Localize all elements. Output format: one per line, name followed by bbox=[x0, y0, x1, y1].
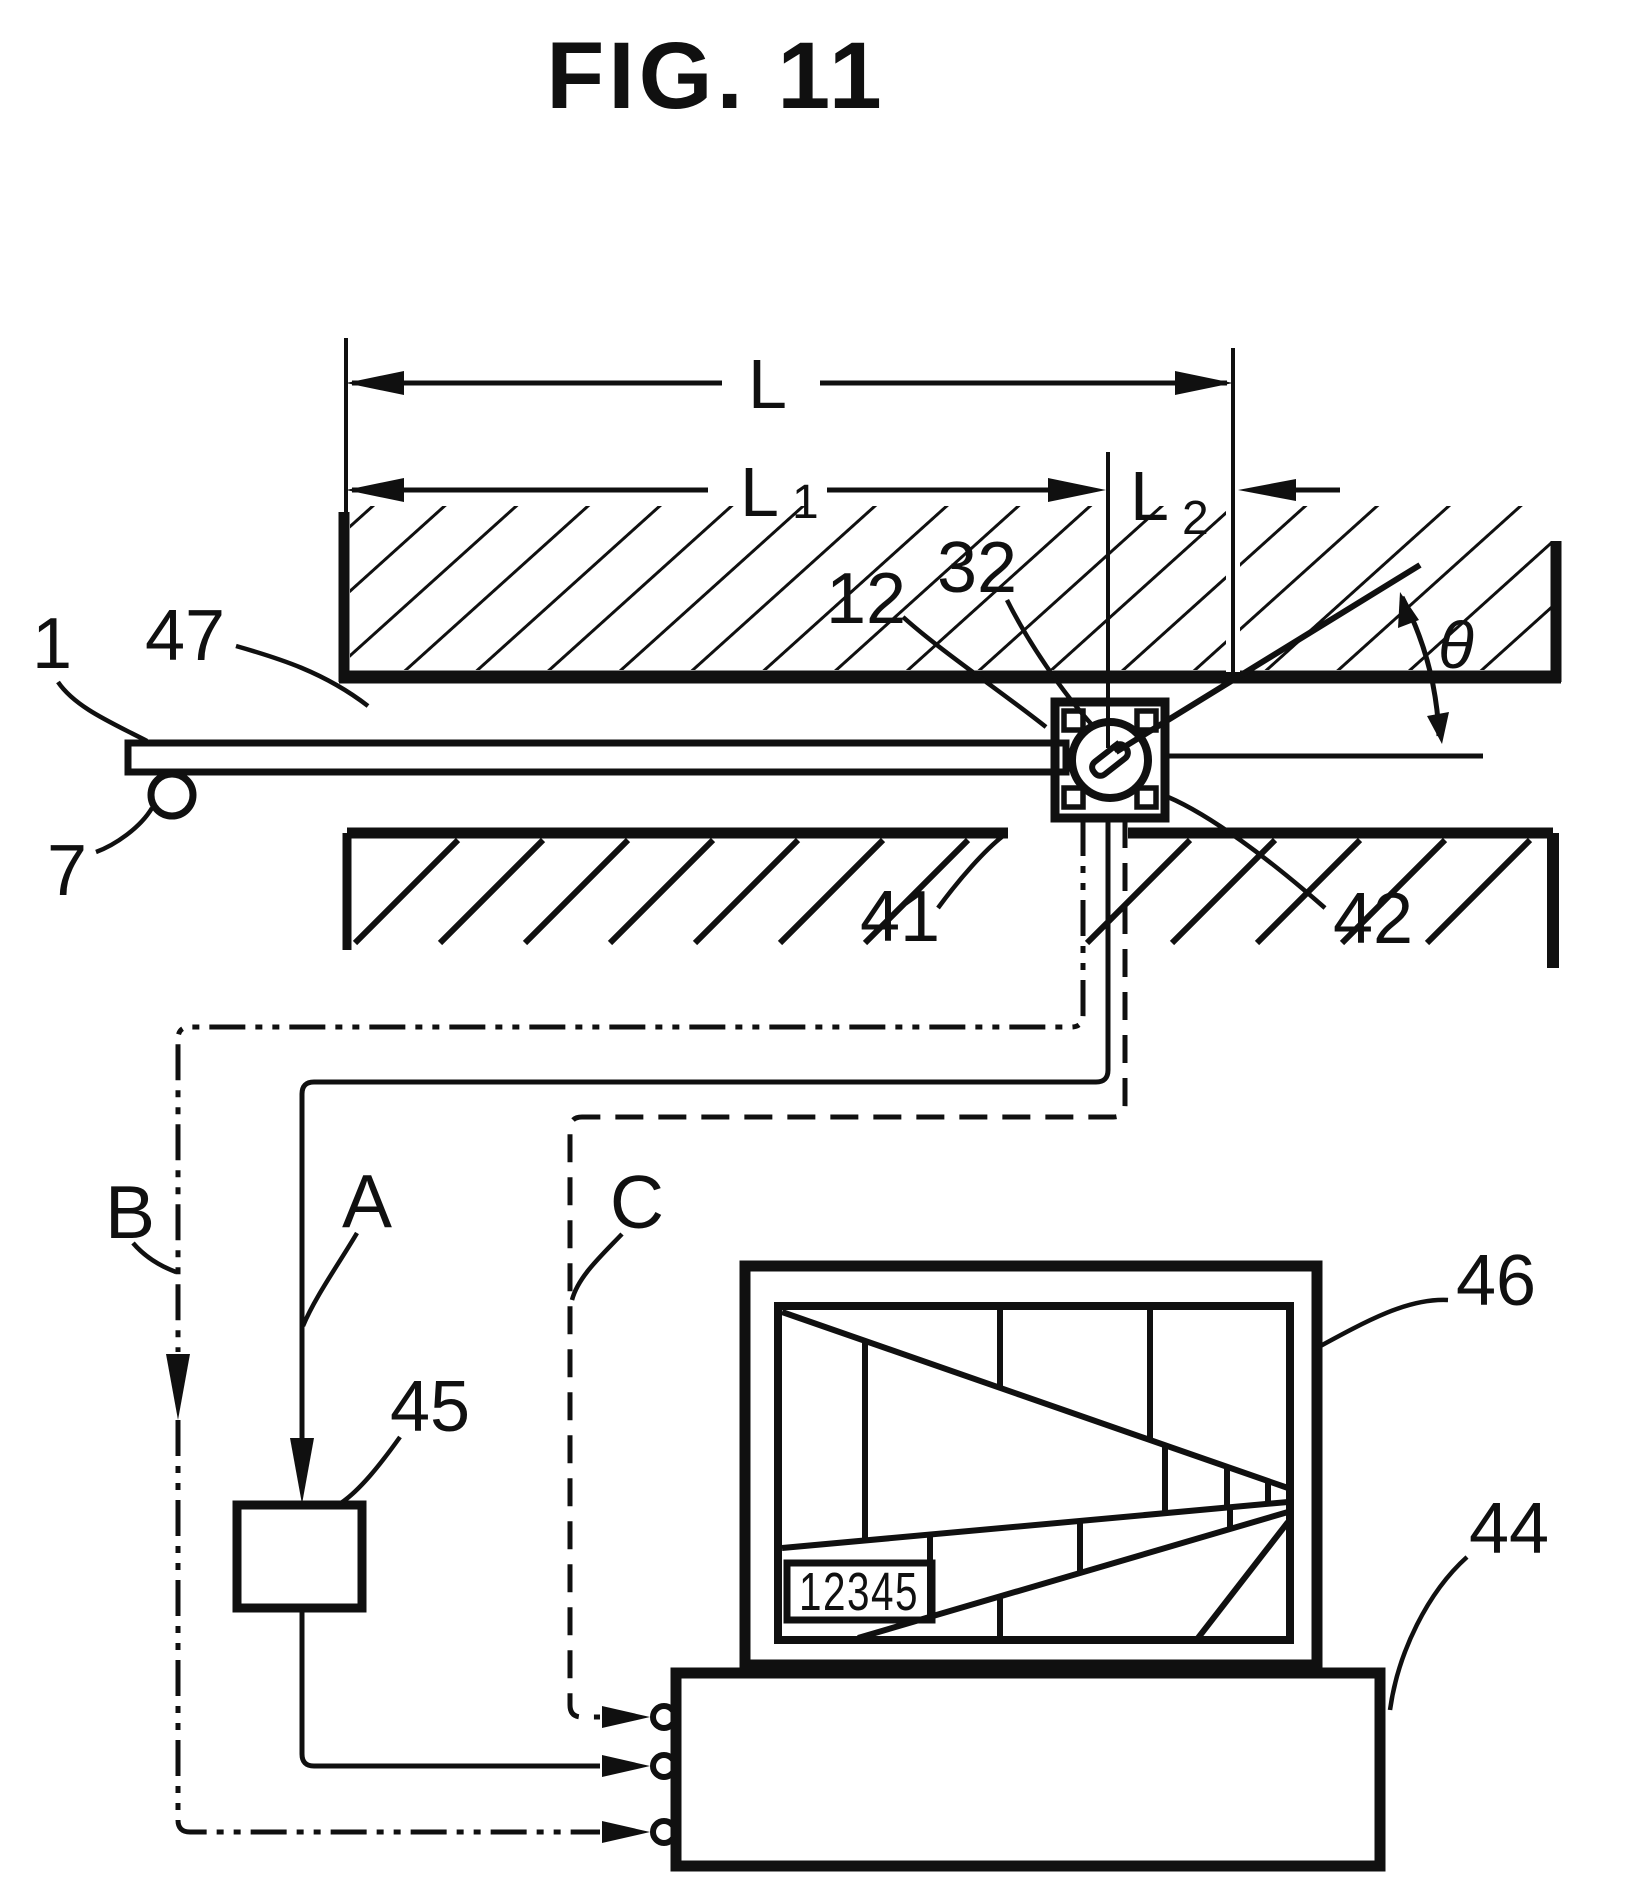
upper-die-block bbox=[338, 506, 1562, 684]
leader-a bbox=[300, 1231, 359, 1327]
signal-line-a-upper bbox=[299, 820, 1111, 1440]
signal-line-a-lower bbox=[299, 1608, 600, 1769]
dimension-lines: L L 1 L 2 bbox=[344, 338, 1340, 672]
monitor: 12345 bbox=[739, 1260, 1323, 1671]
leader-7 bbox=[95, 806, 154, 855]
dim-label-l2-base: L bbox=[1130, 457, 1169, 535]
label-converter: 45 bbox=[390, 1367, 470, 1447]
upper-block-hatch bbox=[350, 506, 1551, 670]
port-a bbox=[650, 1752, 678, 1780]
roller-wheel bbox=[147, 770, 197, 820]
theta-angle: θ bbox=[1114, 562, 1483, 759]
label-sensor-body: 12 bbox=[826, 559, 906, 639]
arrowhead-l1-right bbox=[1048, 478, 1106, 502]
reading-value: 12345 bbox=[799, 1562, 919, 1622]
probe-rod bbox=[124, 739, 1070, 776]
leader-47 bbox=[235, 643, 370, 708]
dim-label-l: L bbox=[748, 345, 787, 423]
bolt-hole bbox=[1061, 708, 1086, 733]
lower-die-block bbox=[342, 827, 1559, 968]
lower-block-hatch bbox=[352, 837, 1533, 946]
arrowhead-l2-right bbox=[1238, 479, 1296, 501]
signal-b-arrow bbox=[166, 1354, 190, 1420]
label-rod: 1 bbox=[32, 604, 72, 684]
leader-41 bbox=[936, 834, 1005, 910]
leader-45 bbox=[339, 1435, 402, 1505]
port-c bbox=[650, 1703, 678, 1731]
arrowhead-l1-left bbox=[346, 478, 404, 502]
dimension-l2: L 2 bbox=[1130, 457, 1340, 545]
figure-title: FIG. 11 bbox=[546, 23, 886, 129]
label-base-unit: 44 bbox=[1469, 1489, 1549, 1569]
leader-42 bbox=[1167, 794, 1327, 910]
dimension-l1: L 1 bbox=[346, 453, 1106, 531]
label-monitor: 46 bbox=[1456, 1241, 1536, 1321]
dim-label-l1-base: L bbox=[740, 453, 779, 531]
signal-a-port-arrow bbox=[602, 1755, 650, 1777]
leader-b bbox=[131, 1241, 177, 1275]
leader-c bbox=[569, 1232, 624, 1301]
leader-12 bbox=[901, 615, 1048, 729]
bolt-hole bbox=[1061, 785, 1086, 810]
label-mount: 42 bbox=[1333, 879, 1413, 959]
converter-box bbox=[232, 1500, 367, 1613]
label-upper-block: 47 bbox=[145, 596, 225, 676]
signal-line-b-upper bbox=[175, 820, 1086, 1352]
monitor-frame bbox=[739, 1260, 1323, 1671]
label-flange: 41 bbox=[860, 877, 940, 957]
probe-rod-assembly bbox=[124, 739, 1070, 820]
label-sensor-element: 32 bbox=[937, 528, 1017, 608]
monitor-screen bbox=[774, 1302, 1294, 1644]
theta-inclined-line bbox=[1114, 562, 1422, 755]
connector-ports bbox=[650, 1703, 678, 1846]
leader-44 bbox=[1387, 1555, 1469, 1711]
label-signal-a: A bbox=[342, 1159, 392, 1243]
dim-label-l2-sub: 2 bbox=[1182, 492, 1209, 545]
bolt-hole bbox=[1134, 785, 1159, 810]
signal-b-port-arrow bbox=[602, 1821, 650, 1843]
dim-label-l1-sub: 1 bbox=[792, 476, 819, 529]
leader-lines bbox=[56, 598, 1469, 1711]
theta-arc-arrow-bottom bbox=[1427, 712, 1449, 744]
arrowhead-l-right bbox=[1175, 371, 1233, 395]
theta-label: θ bbox=[1438, 608, 1474, 682]
signal-line-b-lower bbox=[175, 1420, 600, 1835]
label-signal-c: C bbox=[610, 1160, 664, 1244]
signal-line-c bbox=[567, 820, 1128, 1720]
leader-32 bbox=[1004, 598, 1095, 728]
reference-labels: 1 47 7 12 32 41 42 B A C 45 46 44 bbox=[32, 528, 1549, 1569]
label-signal-b: B bbox=[105, 1170, 155, 1254]
reading-badge bbox=[783, 1559, 936, 1624]
signal-c-port-arrow bbox=[602, 1706, 650, 1728]
leader-1 bbox=[56, 680, 149, 744]
port-b bbox=[650, 1818, 678, 1846]
signal-wires bbox=[166, 820, 1128, 1843]
leader-46 bbox=[1311, 1297, 1449, 1352]
theta-arc-arrow-top bbox=[1398, 592, 1419, 628]
arrowhead-l-left bbox=[346, 371, 404, 395]
base-unit bbox=[670, 1667, 1386, 1872]
label-roller: 7 bbox=[47, 831, 87, 911]
signal-a-arrow bbox=[290, 1438, 314, 1504]
dimension-l: L bbox=[346, 345, 1233, 423]
